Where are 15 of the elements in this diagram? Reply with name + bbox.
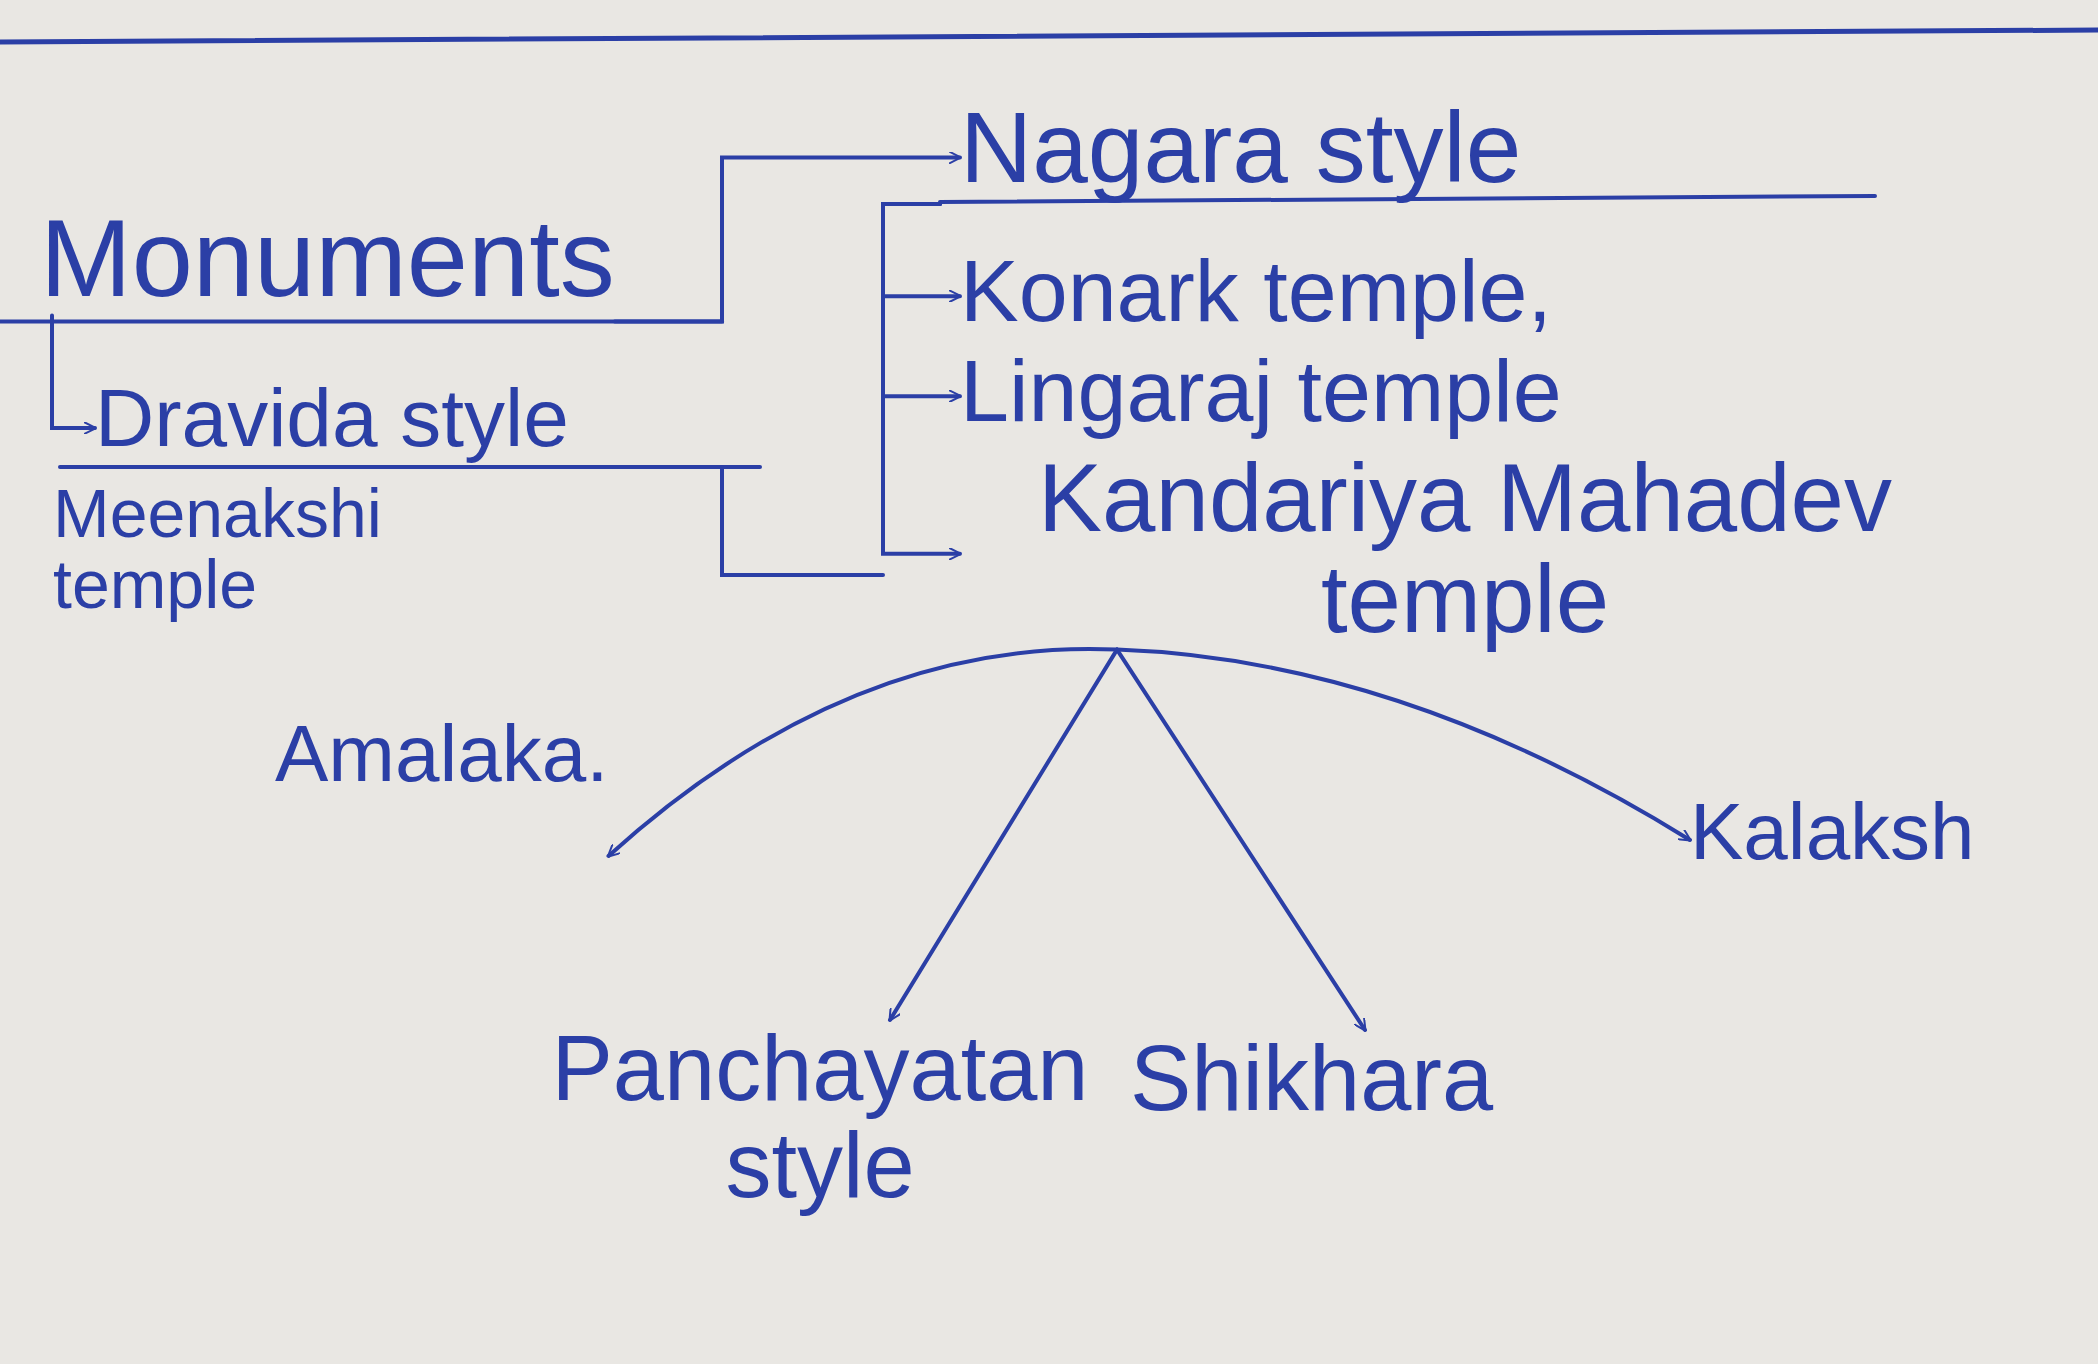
handwritten-text: Shikhara bbox=[1130, 1030, 1494, 1127]
arrow bbox=[1115, 647, 1367, 1032]
handwritten-text: Kalaksh bbox=[1690, 790, 1975, 874]
handwritten-text: Dravida style bbox=[95, 375, 569, 462]
handwritten-text: Kandariya Mahadev temple bbox=[1037, 448, 1893, 650]
handwritten-text: Konark temple, bbox=[960, 245, 1552, 338]
handwritten-text: Panchayatan style bbox=[550, 1020, 1090, 1214]
handwritten-text: Amalaka. bbox=[275, 712, 609, 796]
arrow bbox=[612, 150, 962, 324]
arrow bbox=[50, 313, 97, 436]
arrow bbox=[888, 647, 1119, 1022]
arrow bbox=[881, 202, 962, 561]
handwritten-text: Lingaraj temple bbox=[960, 345, 1562, 438]
handwritten-note: Meenakshi temple bbox=[53, 478, 383, 621]
handwritten-text: Monuments bbox=[40, 200, 615, 316]
